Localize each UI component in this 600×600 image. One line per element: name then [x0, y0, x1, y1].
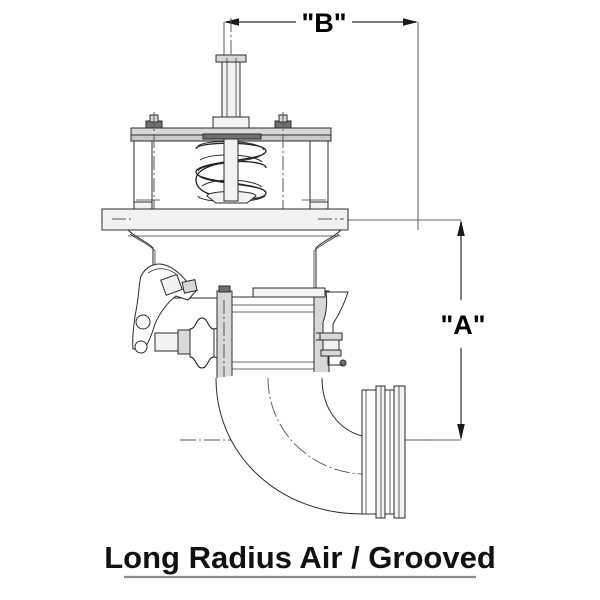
cylinder-bolt-top: [218, 285, 231, 293]
groove-land-first: [361, 389, 377, 515]
bracket-tie-lines: [316, 333, 320, 340]
dimension-b: "B": [223, 8, 419, 230]
boot-end-collar: [177, 329, 191, 355]
side-bracket: [316, 291, 349, 367]
housing-seat-left: [133, 201, 153, 210]
dimension-a-label: "A": [440, 310, 485, 340]
body-flange: [101, 208, 349, 231]
housing-seat-right: [309, 201, 329, 210]
cylinder-shell: [223, 296, 323, 378]
stem-collar: [215, 54, 247, 63]
groove-channel: [384, 389, 395, 515]
spring-coil-front: [195, 142, 267, 200]
coil-spring: [195, 133, 267, 204]
cylinder-top-cap: [252, 287, 326, 298]
bracket-fitting-lower: [320, 349, 342, 357]
bellows-boot: [189, 317, 226, 369]
elbow-solid-fill: [216, 372, 377, 512]
bracket-fitting-top: [319, 332, 343, 341]
cylinder-band-lines: [232, 304, 314, 370]
groove-ring-one: [375, 385, 386, 519]
stem-edge-lines: [226, 58, 237, 117]
dimension-a-arrow-bottom: [457, 424, 465, 440]
housing-inner-walls: [152, 141, 310, 209]
cover-bolt-left: [145, 112, 163, 209]
long-radius-elbow: [216, 372, 377, 514]
grooved-end: [361, 385, 406, 519]
lever-lower-pin: [134, 340, 148, 354]
bracket-pin-arm: [328, 356, 343, 365]
control-lever: [132, 263, 198, 355]
cover-bolt-right: [274, 112, 292, 209]
dimension-b-label: "B": [301, 8, 346, 38]
lever-top-contour: [147, 268, 179, 277]
dimension-b-arrow-right: [403, 18, 418, 26]
lever-pivot-hole: [135, 314, 151, 330]
elbow-inner-curve: [322, 378, 362, 436]
bracket-fitting-mid: [322, 339, 340, 351]
spring-top-cap: [202, 133, 262, 140]
elbow-bore-hidden: [267, 377, 363, 475]
lever-square-pad: [160, 273, 183, 296]
caption: Long Radius Air / Grooved: [104, 540, 496, 579]
elbow-outer-curve: [216, 378, 362, 514]
actuator-stem: [212, 54, 250, 140]
cover-bolts: [145, 112, 292, 209]
lever-end-fitting: [181, 279, 198, 294]
flange-plate: [101, 208, 349, 231]
groove-ring-two: [393, 385, 406, 519]
dimension-a-arrow-top: [457, 220, 465, 236]
spring-guide-rod: [223, 138, 239, 202]
boot-body: [189, 317, 215, 369]
caption-label: Long Radius Air / Grooved: [104, 540, 496, 575]
groove-edge-lines: [365, 386, 400, 518]
lever-rod-link: [154, 332, 182, 352]
stem-rod: [221, 54, 241, 118]
